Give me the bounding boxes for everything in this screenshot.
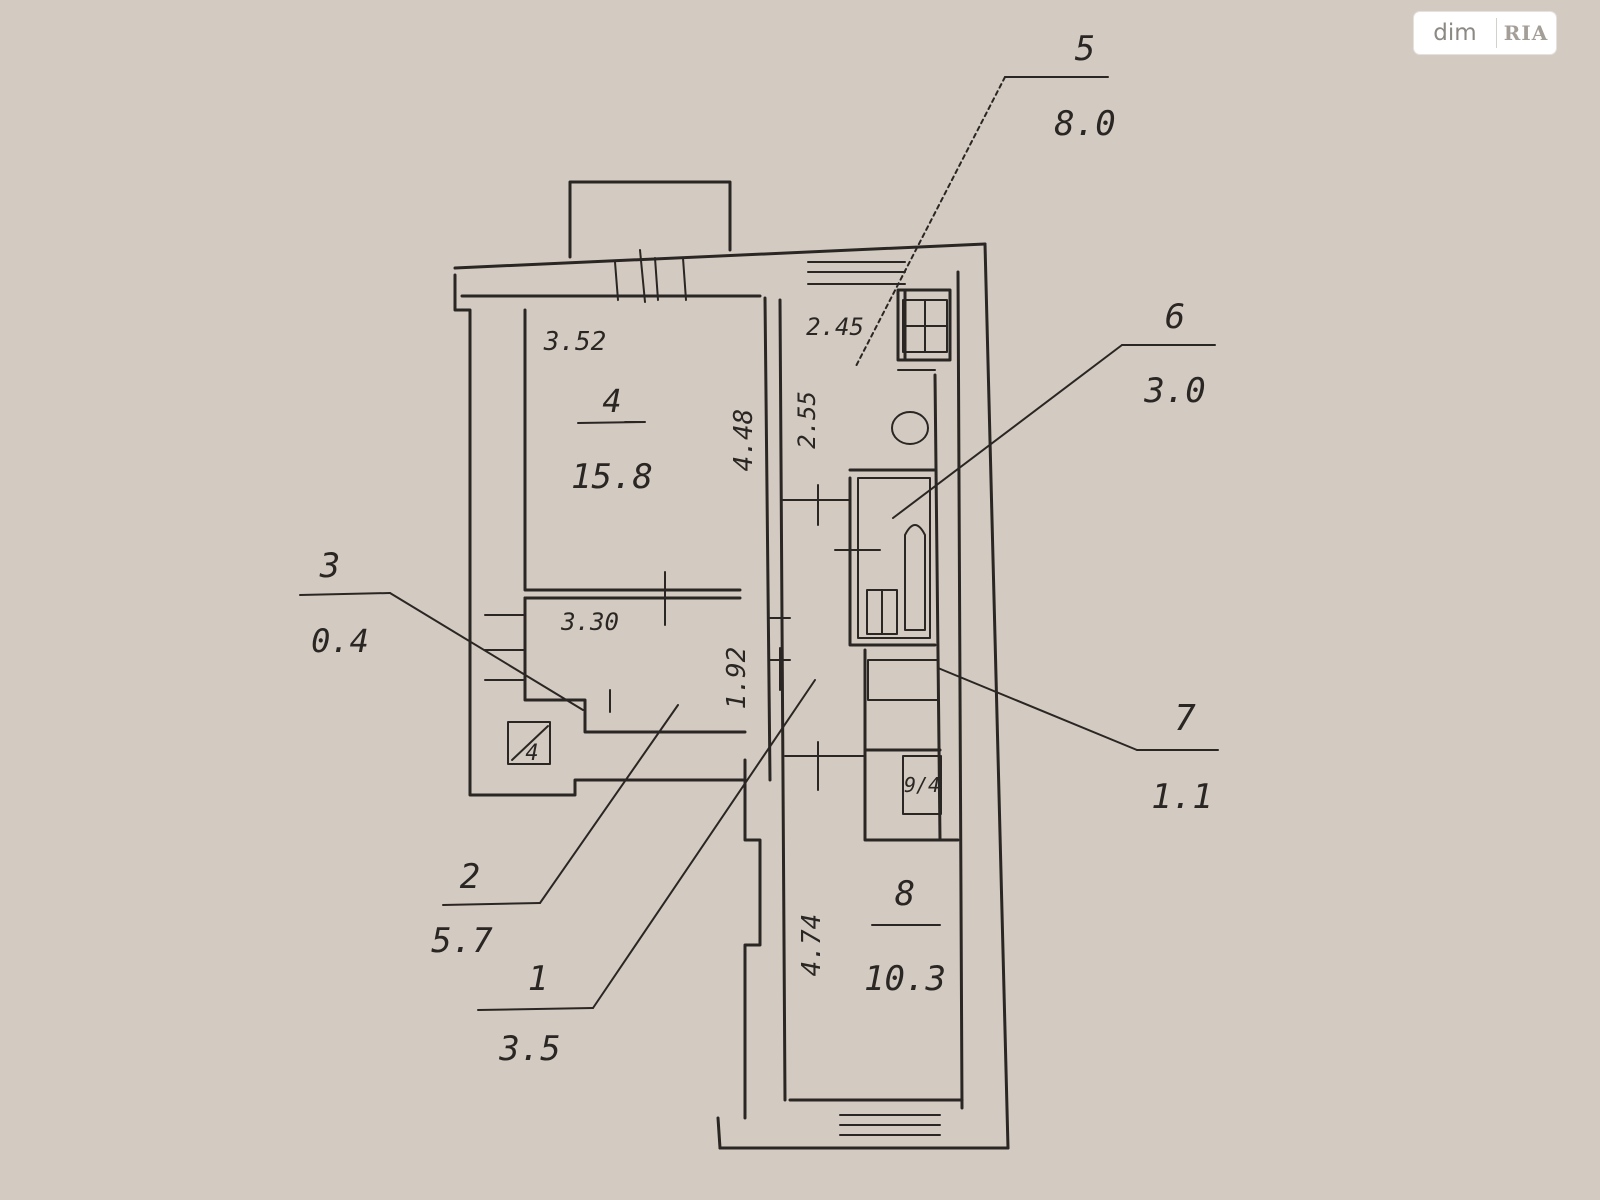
room-8-area: 10.3 (864, 959, 946, 999)
room-7-area: 1.1 (1151, 777, 1212, 817)
dim-192: 1.92 (722, 647, 752, 710)
unit-label: 9/4 (904, 773, 940, 797)
room-4-number: 4 (602, 382, 621, 420)
room-labels: 4 15.8 3 0.4 2 5.7 1 3.5 5 8.0 6 3.0 7 1… (311, 29, 1213, 1069)
room-1-number: 1 (528, 959, 548, 999)
room-8-number: 8 (895, 874, 915, 914)
room-6-number: 6 (1165, 297, 1185, 337)
meter-box-icon (902, 755, 942, 815)
boiler-icon (867, 659, 939, 701)
walls (453, 180, 1010, 1150)
room-5-area: 8.0 (1054, 104, 1115, 144)
room-7-number: 7 (1174, 698, 1196, 739)
fixtures (507, 299, 948, 815)
watermark-divider (1496, 18, 1497, 48)
room-3-area: 0.4 (311, 622, 369, 660)
dim-448: 4.48 (729, 409, 759, 472)
fixture-labels: 4 9/4 (525, 741, 940, 797)
stove-icon (507, 721, 551, 765)
dim-245: 2.45 (806, 313, 864, 341)
room-6-area: 3.0 (1143, 371, 1205, 411)
room-2-number: 2 (460, 857, 480, 897)
watermark-mark: RIA (1503, 21, 1549, 45)
room-5-number: 5 (1075, 29, 1095, 69)
dim-ria-watermark: dim RIA (1414, 12, 1556, 54)
watermark-brand: dim (1433, 20, 1477, 46)
openings (484, 249, 941, 1136)
room-1-area: 3.5 (498, 1029, 560, 1069)
leader-lines (299, 76, 1219, 1011)
room-4-area: 15.8 (571, 457, 653, 497)
dim-330: 3.30 (560, 608, 619, 636)
dim-474: 4.74 (797, 914, 827, 977)
stove-label: 4 (525, 741, 538, 766)
toilet-icon (891, 411, 929, 445)
room-3-number: 3 (319, 546, 340, 586)
dim-255: 2.55 (793, 391, 821, 449)
dim-352: 3.52 (543, 327, 607, 357)
room-2-area: 5.7 (431, 921, 493, 961)
bathtub-icon (857, 477, 931, 639)
dimension-labels: 3.52 4.48 2.45 2.55 3.30 1.92 4.74 (543, 313, 864, 976)
